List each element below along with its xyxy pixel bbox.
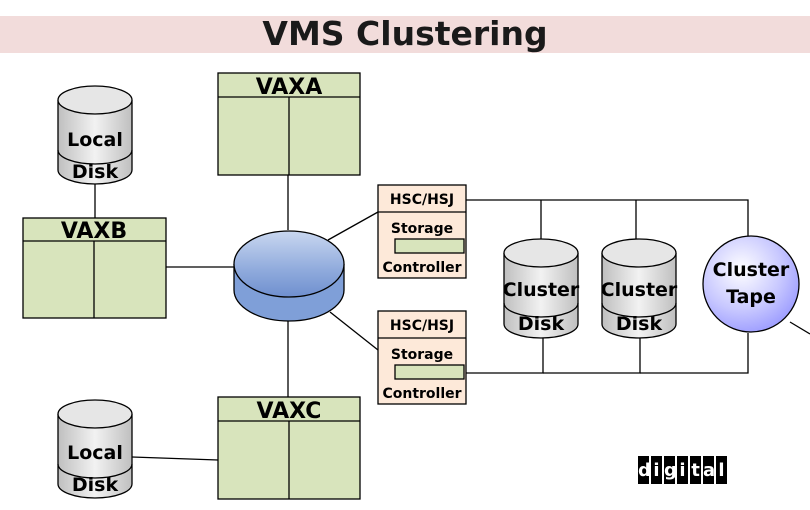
bus-top [466,199,749,238]
logo-letter: g [664,456,677,484]
node-label-vaxa: VAXA [256,75,323,100]
storage-controller-1: HSC/HSJ Storage Controller [377,184,467,279]
star-coupler-hub [233,230,345,322]
link-hub-controller1 [327,211,379,241]
logo-letter: i [651,456,662,484]
logo-letter: l [716,456,727,484]
cluster-disk-2-label-top: Cluster [601,279,678,301]
title-bar [0,16,810,53]
page-title: VMS Clustering [262,14,548,53]
local-disk-1-label-top: Local [67,129,123,151]
cluster-tape-label-bottom: Tape [726,286,776,308]
link-localdisk-vaxc [131,456,219,461]
local-disk-1: Local Disk [57,85,133,185]
link-hub-controller2 [329,311,379,351]
cluster-disk-1-label-top: Cluster [503,279,580,301]
controller-2-label-storage: Storage [391,347,453,363]
controller-1-label-controller: Controller [382,260,461,276]
controller-2-label-controller: Controller [382,386,461,402]
controller-2-label-type: HSC/HSJ [390,318,454,334]
node-vaxc: VAXC [217,396,361,500]
cluster-disk-2-label-bottom: Disk [616,313,663,335]
local-disk-2-label-bottom: Disk [72,474,119,496]
cluster-disk-1: Cluster Disk [503,238,580,339]
node-vaxb: VAXB [22,217,167,319]
logo-letter: a [703,456,715,484]
local-disk-2: Local Disk [57,399,133,499]
cluster-disk-1-label-bottom: Disk [518,313,565,335]
logo-letter: i [677,456,688,484]
cluster-tape-label-top: Cluster [713,259,790,281]
logo-letter: t [690,456,701,484]
cluster-tape: Cluster Tape [702,235,800,333]
local-disk-2-label-top: Local [67,442,123,464]
digital-logo: d i g i t a l [638,456,727,484]
bus-bottom-c [640,333,749,374]
logo-letter: d [638,456,651,484]
controller-1-label-storage: Storage [391,221,453,237]
storage-controller-2: HSC/HSJ Storage Controller [377,310,467,405]
node-label-vaxc: VAXC [257,399,322,424]
tape-out-line [789,321,810,335]
local-disk-1-label-bottom: Disk [72,161,119,183]
connection-lines [94,175,810,461]
node-vaxa: VAXA [217,72,361,176]
node-label-vaxb: VAXB [61,219,127,244]
controller-1-label-type: HSC/HSJ [390,192,454,208]
cluster-disk-2: Cluster Disk [601,238,678,339]
